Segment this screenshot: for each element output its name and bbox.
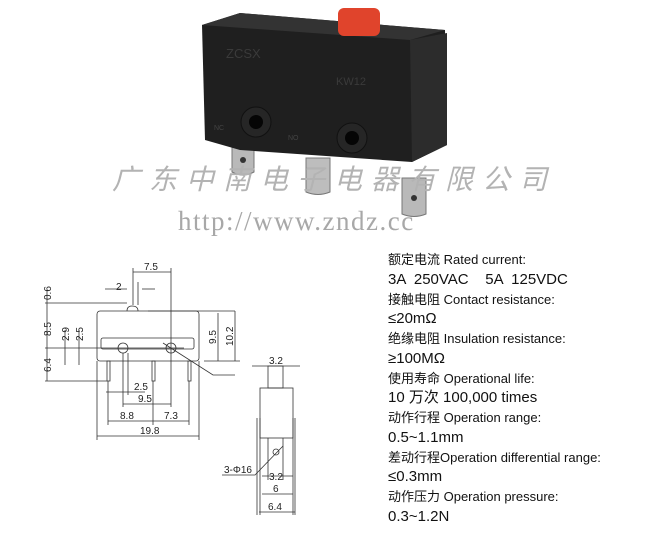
- side-dim-3-2-top: 3.2: [269, 356, 283, 367]
- dim-19-8: 19.8: [140, 426, 160, 437]
- spec-value-rated-current: 3A 250VAC 5A 125VDC: [388, 270, 568, 288]
- side-dim-6: 6: [273, 484, 279, 495]
- specifications: 额定电流 Rated current: 3A 250VAC 5A 125VDC …: [388, 250, 663, 527]
- spec-label-operational-life: 使用寿命 Operational life:: [388, 370, 535, 386]
- dim-7-5: 7.5: [144, 262, 158, 273]
- dimension-drawing: 7.5 2 0.6 8.5 2.9 2.5 6.4 9.5 10.2 2.5 9…: [43, 262, 300, 515]
- dim-2: 2: [116, 282, 122, 293]
- spec-label-contact-resistance: 接触电阻 Contact resistance:: [388, 291, 555, 307]
- spec-label-operation-pressure: 动作压力 Operation pressure:: [388, 489, 559, 504]
- spec-label-insulation-resistance: 绝缘电阻 Insulation resistance:: [388, 331, 566, 346]
- spec-value-operational-life: 10 万次 100,000 times: [388, 389, 538, 406]
- marking-brand: ZCSX: [226, 46, 261, 61]
- dim-6-4: 6.4: [43, 358, 54, 372]
- red-plunger: [338, 8, 380, 36]
- dim-2-5: 2.5: [134, 382, 148, 393]
- spec-value-differential-range: ≤0.3mm: [388, 468, 443, 485]
- front-view-body: [96, 310, 200, 362]
- dim-7-3: 7.3: [164, 411, 178, 422]
- marking-no: NO: [288, 135, 299, 142]
- watermark-url: http://www.zndz.cc: [178, 206, 415, 236]
- marking-model: KW12: [336, 76, 366, 88]
- spec-value-contact-resistance: ≤20mΩ: [388, 310, 437, 327]
- spec-label-differential-range: 差动行程Operation differential range:: [388, 449, 601, 465]
- spec-label-operation-range: 动作行程 Operation range:: [388, 410, 542, 425]
- dim-0-6: 0.6: [43, 286, 54, 300]
- dim-9-5: 9.5: [138, 394, 152, 405]
- dim-2-9: 2.9: [61, 327, 72, 341]
- dim-8-5: 8.5: [43, 322, 54, 336]
- side-dim-6-4: 6.4: [268, 502, 282, 513]
- spec-value-insulation-resistance: ≥100MΩ: [388, 349, 445, 367]
- spec-value-operation-pressure: 0.3~1.2N: [388, 507, 450, 525]
- dim-9-5-vertical: 9.5: [208, 330, 219, 344]
- product-photo: ZCSX KW12 NC NO: [202, 8, 447, 217]
- spec-value-operation-range: 0.5~1.1mm: [388, 428, 464, 446]
- side-dim-pin-diameter: 3-Φ16: [224, 465, 252, 476]
- watermark-company: 广东中南电子电器有限公司: [112, 163, 557, 196]
- side-dim-3-2-bottom: 3.2: [269, 472, 283, 483]
- dim-10-2: 10.2: [225, 326, 236, 346]
- dim-2-5-vertical: 2.5: [75, 327, 86, 341]
- spec-label-rated-current: 额定电流 Rated current:: [388, 252, 526, 267]
- side-view-body: [259, 387, 294, 439]
- side-view-plunger: [267, 365, 284, 389]
- marking-nc: NC: [214, 125, 224, 132]
- dim-8-8: 8.8: [120, 411, 134, 422]
